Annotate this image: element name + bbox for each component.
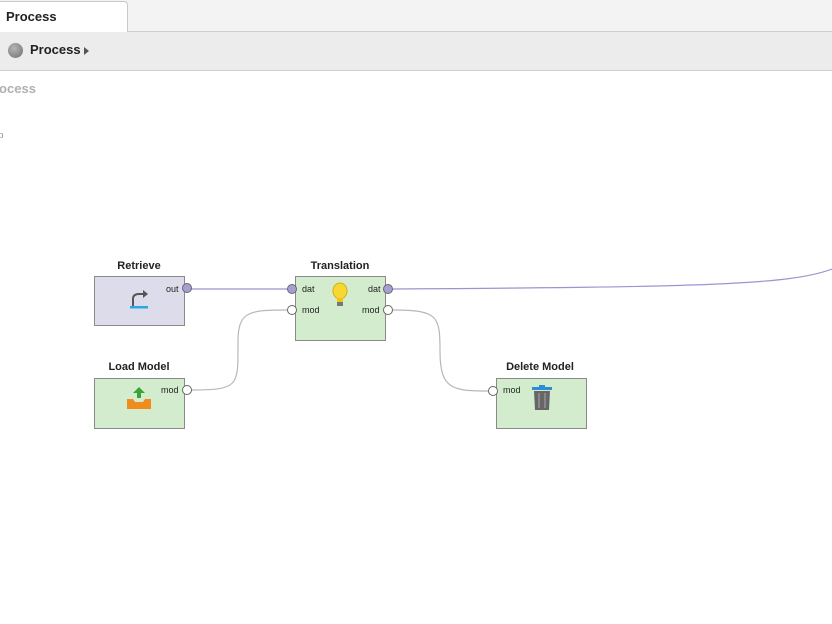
retrieve-icon	[130, 290, 148, 309]
tab-bar: Process	[0, 0, 832, 32]
lightbulb-icon	[332, 282, 348, 306]
port-label-out: out	[166, 284, 179, 294]
breadcrumb: Process	[0, 32, 832, 71]
chevron-right-icon[interactable]	[84, 47, 89, 55]
port-label-mod: mod	[161, 385, 179, 395]
port-deletemodel-mod-in[interactable]	[488, 386, 498, 396]
port-label-mod-in: mod	[302, 305, 320, 315]
operator-title-load-model: Load Model	[108, 361, 170, 373]
operator-delete-model[interactable]: mod	[496, 378, 587, 429]
trash-icon	[532, 385, 552, 410]
wire-translation-output[interactable]	[392, 268, 832, 290]
operator-title-retrieve: Retrieve	[117, 260, 161, 272]
port-retrieve-out[interactable]	[182, 283, 192, 293]
port-label-dat-in: dat	[302, 284, 315, 294]
operator-load-model[interactable]: mod	[94, 378, 185, 429]
operator-title-translation: Translation	[310, 260, 370, 272]
process-icon	[8, 43, 23, 58]
wire-translation-deletemodel[interactable]	[392, 309, 489, 392]
canvas-title: rocess	[0, 81, 36, 96]
port-label-mod: mod	[503, 385, 521, 395]
port-loadmodel-mod-out[interactable]	[182, 385, 192, 395]
upload-icon	[127, 387, 151, 409]
port-translation-dat-out[interactable]	[383, 284, 393, 294]
breadcrumb-process[interactable]: Process	[30, 42, 81, 57]
wire-loadmodel-translation[interactable]	[190, 309, 288, 391]
canvas-subtitle: ıp	[0, 130, 4, 140]
process-canvas[interactable]: rocess ıp Retrieve out Translation dat m…	[0, 71, 832, 624]
operator-translation[interactable]: dat mod dat mod	[295, 276, 386, 341]
port-label-dat-out: dat	[368, 284, 381, 294]
port-translation-mod-out[interactable]	[383, 305, 393, 315]
connection-wires	[190, 268, 832, 392]
operator-title-delete-model: Delete Model	[506, 361, 574, 373]
port-translation-dat-in[interactable]	[287, 284, 297, 294]
port-label-mod-out: mod	[362, 305, 380, 315]
tab-process[interactable]: Process	[0, 1, 128, 32]
operator-retrieve[interactable]: out	[94, 276, 185, 326]
port-translation-mod-in[interactable]	[287, 305, 297, 315]
